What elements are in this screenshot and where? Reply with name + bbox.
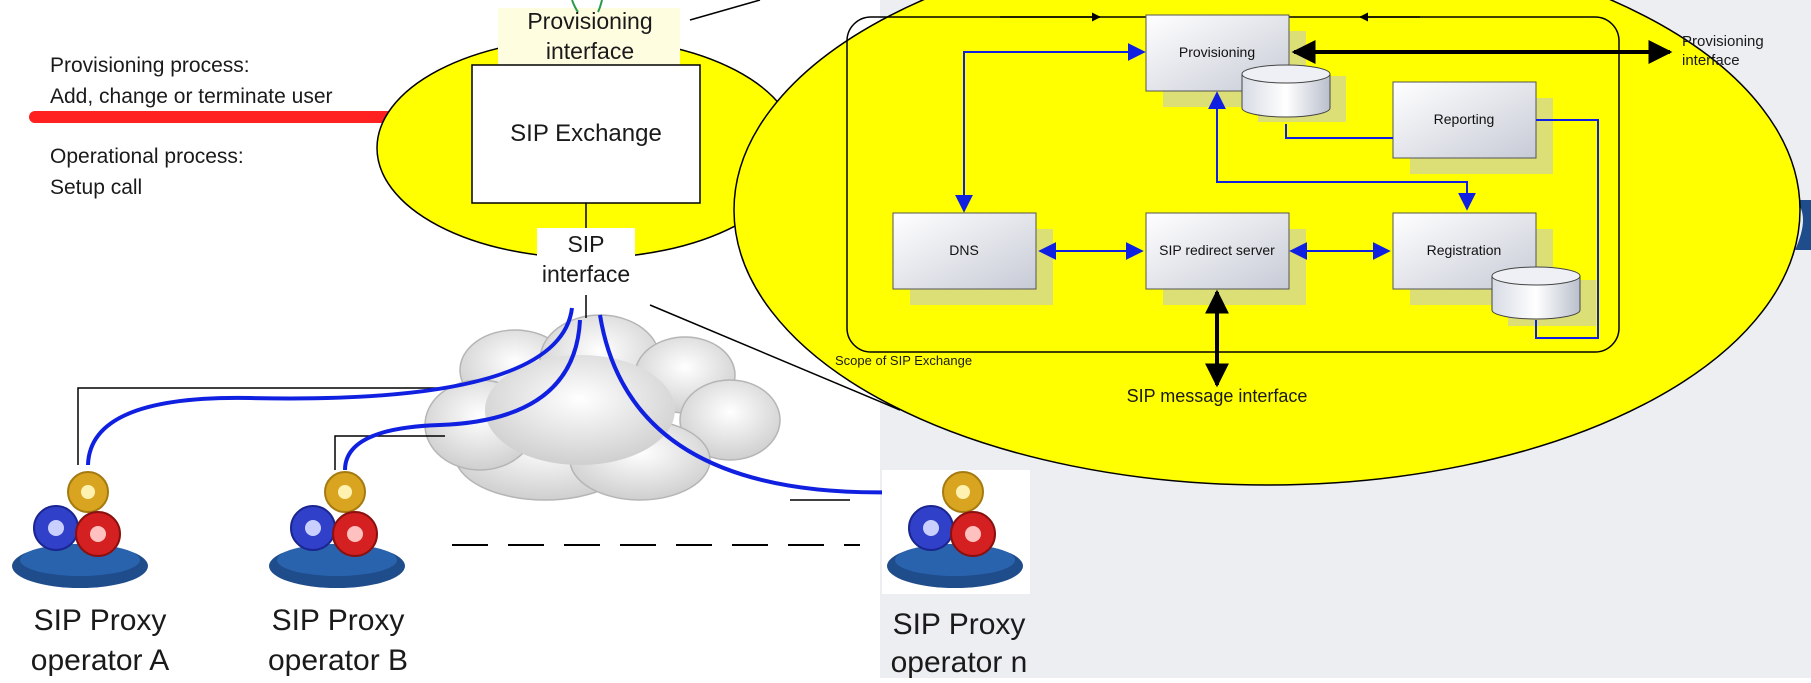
provisioning-interface-box	[498, 8, 680, 66]
database-icon	[1491, 266, 1596, 326]
detail-links	[955, 43, 1599, 339]
reporting-component: Reporting	[1392, 81, 1553, 174]
provisioning-box-label: Provisioning	[1179, 44, 1255, 60]
sip-interface-label-2: interface	[542, 261, 630, 287]
sip-signalling-links	[86, 307, 901, 495]
detail-prov-interface-label-1: Provisioning	[1682, 33, 1764, 50]
proxy-b-label-1: SIP Proxy	[272, 604, 405, 637]
sip-interface-label-1: SIP	[567, 231, 604, 257]
gear-cluster-icon	[11, 471, 149, 589]
proxy-n-label-2: operator n	[891, 646, 1028, 678]
scope-label: Scope of SIP Exchange	[835, 353, 972, 368]
dns-component: DNS	[892, 212, 1053, 305]
sip-exchange-title: SIP Exchange	[510, 120, 662, 147]
proxy-a-connector	[77, 387, 440, 465]
sip-message-interface-label: SIP message interface	[1127, 386, 1308, 406]
reporting-box-label: Reporting	[1434, 111, 1495, 127]
proxy-a-label-1: SIP Proxy	[34, 604, 167, 637]
redirect-box-label: SIP redirect server	[1159, 242, 1275, 258]
partial-globe-icon	[1795, 200, 1811, 250]
registration-box-label: Registration	[1427, 242, 1502, 258]
callout-line-top	[689, 0, 761, 21]
redirect-component: SIP redirect server	[1145, 212, 1306, 305]
dns-box-label: DNS	[949, 242, 979, 258]
proxy-b-label-2: operator B	[268, 644, 408, 677]
provisioning-process-detail: Add, change or terminate user	[50, 85, 333, 108]
detail-prov-interface-label-2: interface	[1682, 52, 1740, 69]
operational-process-label: Operational process:	[50, 145, 244, 168]
proxy-n-label-1: SIP Proxy	[893, 608, 1026, 641]
sip-exchange-box	[471, 64, 701, 204]
operational-process-detail: Setup call	[50, 176, 142, 199]
proxy-b-connector	[334, 435, 445, 470]
callout-line-bottom	[649, 304, 901, 411]
cloud-icon	[424, 314, 781, 501]
database-icon	[1241, 64, 1346, 122]
provisioning-process-label: Provisioning process:	[50, 54, 250, 77]
sip-interface-box	[537, 228, 635, 288]
provisioning-wires	[571, 0, 603, 13]
provisioning-interface-label-1: Provisioning	[527, 8, 652, 34]
provisioning-interface-label-2: interface	[546, 38, 634, 64]
gear-cluster-icon	[268, 471, 406, 589]
proxy-a-label-2: operator A	[31, 644, 169, 677]
